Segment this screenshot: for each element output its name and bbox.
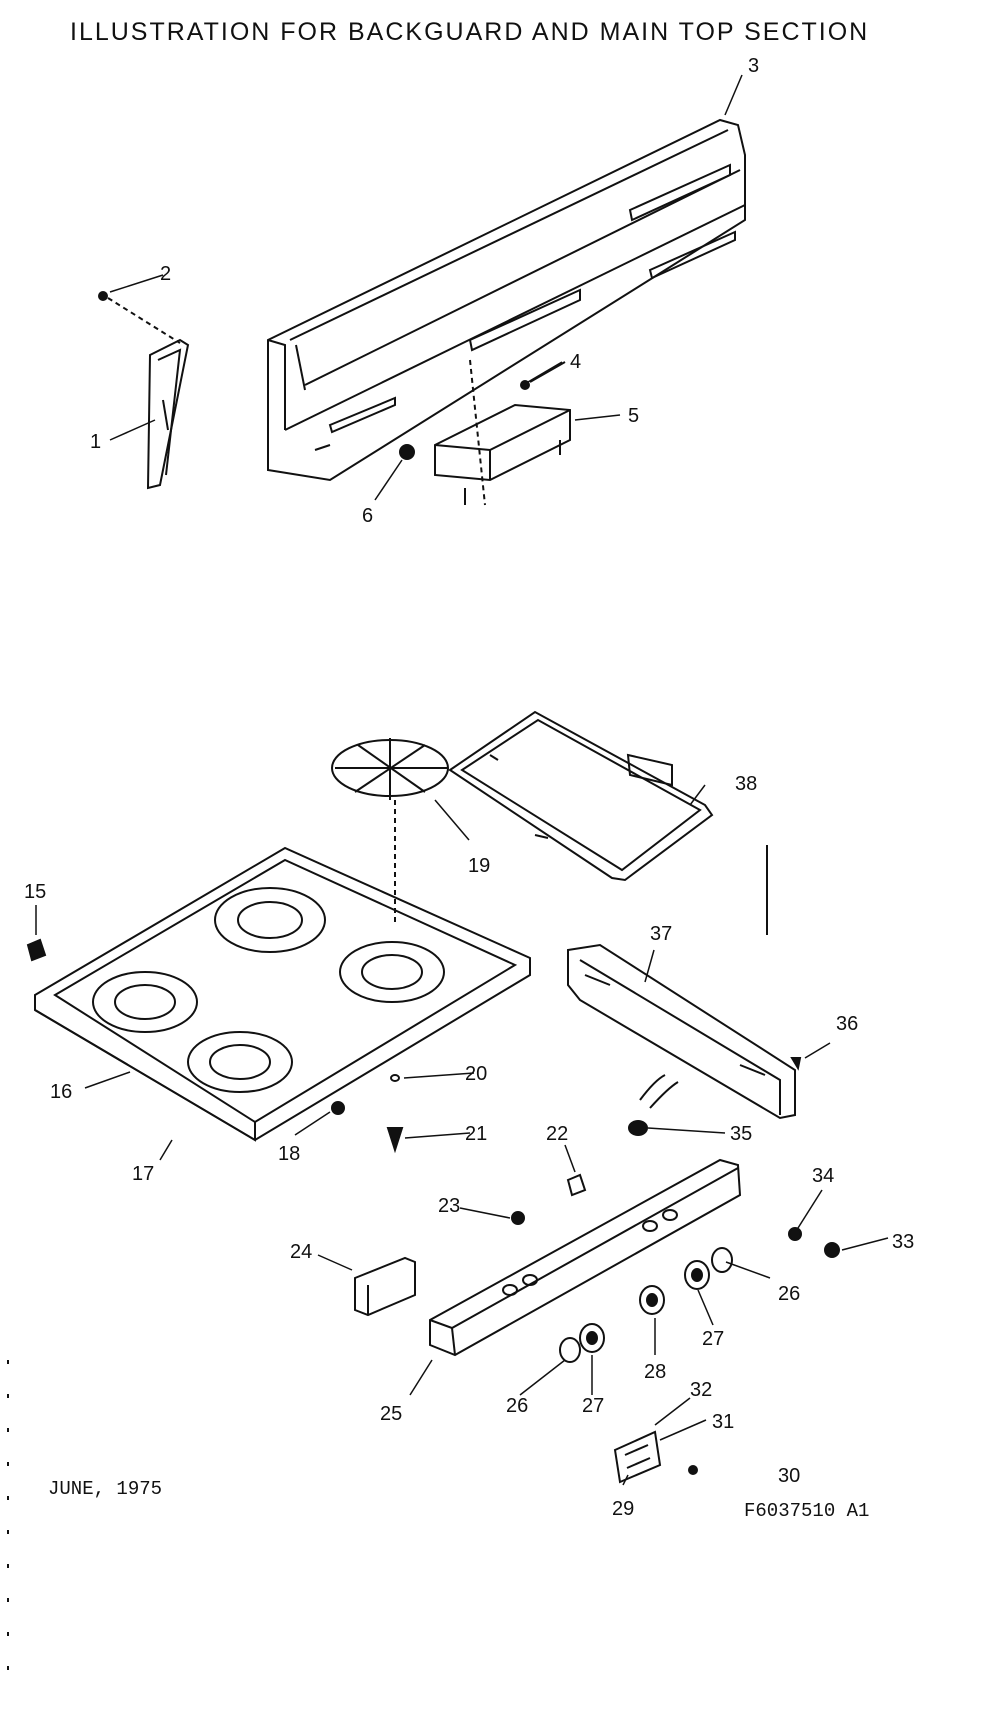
bracket-24	[354, 1256, 416, 1317]
callout-2: 2	[160, 263, 171, 285]
manifold-panel	[429, 1158, 742, 1357]
callout-16: 16	[50, 1081, 72, 1103]
diagram-title: ILLUSTRATION FOR BACKGUARD AND MAIN TOP …	[70, 18, 870, 46]
callout-25: 25	[380, 1403, 402, 1425]
pad-18	[331, 1101, 345, 1115]
nut-34	[788, 1227, 802, 1241]
callout-27b: 27	[702, 1328, 724, 1350]
valve-35	[628, 1120, 648, 1136]
callout-21: 21	[465, 1123, 487, 1145]
callout-23: 23	[438, 1195, 460, 1217]
clip-15	[26, 938, 47, 962]
side-trim-strip	[146, 338, 190, 490]
callout-22: 22	[546, 1123, 568, 1145]
top-lid	[448, 710, 714, 882]
callout-18: 18	[278, 1143, 300, 1165]
callout-29: 29	[612, 1498, 634, 1520]
callout-24: 24	[290, 1241, 312, 1263]
callout-30: 30	[778, 1465, 800, 1487]
callout-37: 37	[650, 923, 672, 945]
screw-4	[469, 359, 566, 506]
callout-6: 6	[362, 505, 373, 527]
callout-17: 17	[132, 1163, 154, 1185]
main-top	[34, 846, 531, 1142]
clip-22	[566, 1173, 587, 1197]
callout-32: 32	[690, 1379, 712, 1401]
callout-1: 1	[90, 431, 101, 453]
switch-assembly	[613, 1430, 662, 1484]
callout-36: 36	[836, 1013, 858, 1035]
reference-code: F6037510 A1	[744, 1500, 870, 1522]
screw-23	[511, 1211, 525, 1225]
screw-20-21	[386, 1074, 404, 1154]
callout-28: 28	[644, 1361, 666, 1383]
callout-35: 35	[730, 1123, 752, 1145]
callout-27a: 27	[582, 1395, 604, 1417]
clock-bracket-box	[434, 403, 571, 505]
date-label: JUNE, 1975	[48, 1478, 163, 1500]
side-bracket	[567, 943, 796, 1120]
callout-20: 20	[465, 1063, 487, 1085]
knob-6	[399, 444, 415, 460]
callout-15: 15	[24, 881, 46, 903]
callout-labels: 1 2 3 4 5 6 15 16 17 18 19 20 21 22 23 2…	[24, 55, 914, 1520]
screw-36	[790, 1057, 802, 1071]
callout-5: 5	[628, 405, 639, 427]
callout-31: 31	[712, 1411, 734, 1433]
callout-33: 33	[892, 1231, 914, 1253]
control-knobs	[559, 1247, 733, 1363]
callout-3: 3	[748, 55, 759, 77]
backguard-panel	[267, 118, 746, 482]
burner-grate	[331, 738, 449, 925]
callout-38: 38	[735, 773, 757, 795]
part-30	[688, 1465, 698, 1475]
callout-26b: 26	[778, 1283, 800, 1305]
callout-34: 34	[812, 1165, 834, 1187]
callout-26a: 26	[506, 1395, 528, 1417]
cap-33	[824, 1242, 840, 1258]
callout-19: 19	[468, 855, 490, 877]
callout-4: 4	[570, 351, 581, 373]
screw-2	[98, 291, 181, 344]
